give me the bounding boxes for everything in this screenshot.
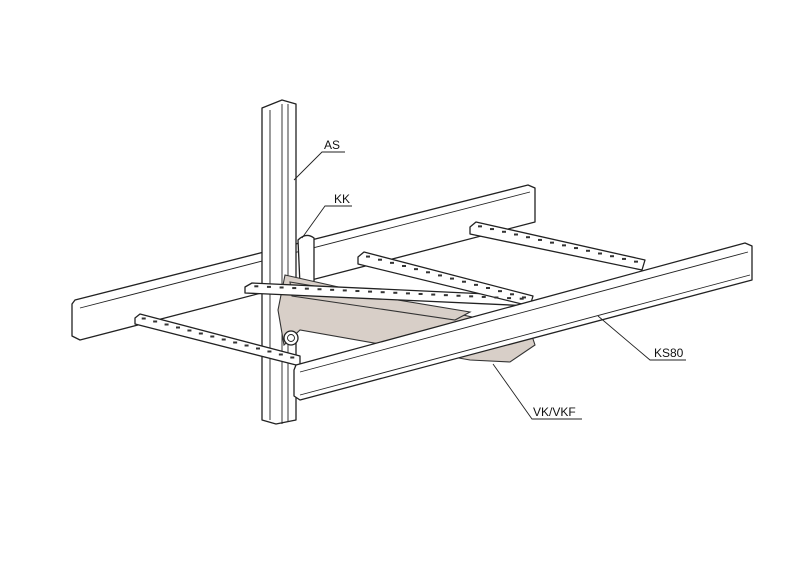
rung-slot bbox=[519, 297, 524, 300]
rung-slot bbox=[610, 255, 614, 258]
rung-slot bbox=[510, 293, 514, 296]
rung-slot bbox=[438, 274, 442, 277]
rungs bbox=[134, 221, 646, 367]
rung-slot bbox=[141, 317, 146, 320]
rung-slot bbox=[244, 344, 249, 347]
rung-slot bbox=[550, 241, 554, 244]
rung-slot bbox=[380, 291, 385, 294]
label-ks80-text: KS80 bbox=[654, 346, 684, 360]
rung-slot bbox=[634, 260, 638, 263]
rung-slot bbox=[486, 287, 490, 289]
label-as-text: AS bbox=[324, 138, 340, 152]
rung-slot bbox=[426, 271, 430, 274]
rung-slot bbox=[317, 288, 322, 291]
rung-slot bbox=[405, 292, 410, 295]
rung-slot bbox=[164, 323, 169, 326]
rung-4 bbox=[469, 221, 646, 271]
rung-slot bbox=[526, 236, 530, 239]
rung-slot bbox=[562, 244, 566, 247]
rung-slot bbox=[402, 265, 406, 267]
rung-slot bbox=[292, 287, 297, 290]
rung-slot bbox=[514, 233, 518, 236]
rung-slot bbox=[443, 294, 448, 297]
rung-slot bbox=[366, 255, 370, 258]
rung-slot bbox=[355, 290, 360, 293]
rung-slot bbox=[393, 291, 398, 294]
rung-slot bbox=[418, 292, 423, 295]
rung-slot bbox=[368, 290, 373, 293]
label-vk-vkf: VK/VKF bbox=[492, 363, 582, 420]
label-kk: KK bbox=[301, 192, 352, 239]
rung-slot bbox=[481, 295, 486, 298]
rung-slot bbox=[198, 332, 203, 335]
rung-slot bbox=[378, 258, 382, 261]
rung-slot bbox=[538, 238, 542, 241]
rung-slot bbox=[522, 296, 526, 299]
rung-slot bbox=[469, 295, 474, 298]
rung-slot bbox=[450, 277, 454, 280]
rung-slot bbox=[304, 287, 309, 290]
rung-slot bbox=[478, 225, 482, 228]
rung-slot bbox=[256, 347, 260, 350]
rung-slot bbox=[574, 247, 578, 250]
rung-slot bbox=[622, 257, 626, 260]
label-ks80: KS80 bbox=[597, 315, 686, 361]
rung-slot bbox=[254, 285, 259, 288]
label-as: AS bbox=[293, 138, 345, 181]
rung-slot bbox=[342, 289, 347, 292]
rung-slot bbox=[290, 356, 295, 359]
rung-slot bbox=[210, 335, 215, 338]
rung-slot bbox=[414, 268, 418, 271]
rung-slot bbox=[266, 285, 271, 288]
rung-slot bbox=[279, 286, 284, 289]
rung-slot bbox=[278, 353, 283, 356]
rung-slot bbox=[176, 326, 180, 329]
front-side-rail-ks80 bbox=[293, 242, 753, 401]
rung-slot bbox=[474, 283, 478, 286]
vertical-post-as bbox=[261, 99, 297, 425]
rung-slot bbox=[462, 280, 466, 283]
rung-slot bbox=[431, 293, 436, 296]
rung-slot bbox=[456, 294, 461, 297]
rung-slot bbox=[494, 296, 499, 299]
rung-slot bbox=[490, 228, 494, 231]
rung-slot bbox=[598, 252, 602, 255]
rung-slot bbox=[330, 288, 335, 291]
rung-slot bbox=[390, 261, 394, 264]
clamp-kk bbox=[297, 234, 315, 286]
rung-slot bbox=[233, 341, 238, 344]
rung-slot bbox=[267, 350, 272, 353]
rung-slot bbox=[498, 290, 502, 293]
label-vk-vkf-text: VK/VKF bbox=[533, 405, 576, 419]
label-kk-text: KK bbox=[334, 192, 350, 206]
rung-slot bbox=[153, 320, 158, 323]
rung-slot bbox=[502, 230, 506, 233]
rung-slot bbox=[507, 297, 512, 300]
rung-slot bbox=[221, 338, 226, 341]
rung-slot bbox=[187, 329, 192, 332]
rung-slot bbox=[586, 249, 590, 252]
